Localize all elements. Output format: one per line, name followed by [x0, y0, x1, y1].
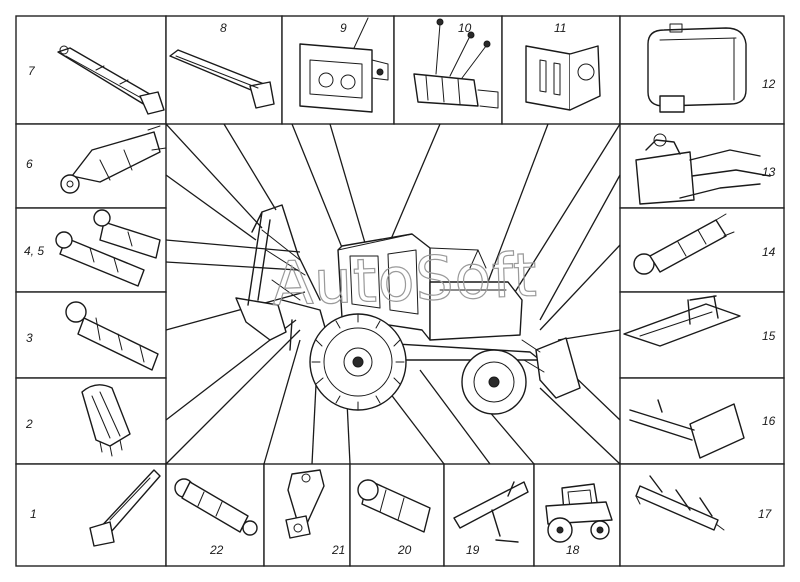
label-11: 11: [554, 21, 566, 35]
front-blade-icon: [535, 337, 581, 399]
part-13-piping-icon: [635, 133, 771, 205]
label-18: 18: [566, 543, 580, 557]
cell-19[interactable]: [443, 463, 535, 567]
part-16-blade-icon: [629, 399, 745, 459]
part-7-drawbar-icon: [57, 45, 165, 115]
label-45: 4, 5: [24, 244, 44, 258]
part-22-cylinder-icon: [174, 478, 258, 536]
label-10: 10: [458, 21, 472, 35]
part-20-cylinder-icon: [357, 479, 431, 533]
label-16: 16: [762, 414, 776, 428]
label-6: 6: [26, 157, 33, 171]
label-12: 12: [762, 77, 776, 91]
label-2: 2: [25, 417, 33, 431]
part-1-arm-icon: [89, 469, 161, 547]
part-17-mechanism-icon: [635, 475, 725, 531]
backhoe-boom-icon: [247, 204, 321, 306]
label-15: 15: [762, 329, 776, 343]
label-21: 21: [331, 543, 345, 557]
backhoe-loader-illustration: [235, 204, 581, 415]
cell-14[interactable]: [619, 207, 785, 293]
label-7: 7: [28, 64, 36, 78]
part-12-tank-icon: [647, 23, 747, 113]
part-3-cylinder-icon: [65, 301, 159, 371]
part-10-valve-block-icon: [413, 18, 499, 109]
part-18-tractor-icon: [545, 483, 613, 543]
label-1: 1: [30, 507, 37, 521]
label-9: 9: [340, 21, 347, 35]
part-11-bracket-icon: [525, 45, 601, 111]
label-20: 20: [397, 543, 412, 557]
part-21-link-icon: [285, 469, 325, 539]
part-6-hydraulic-cylinder-icon: [60, 125, 167, 194]
part-19-lever-icon: [453, 481, 529, 543]
part-number-labels: 7 8 9 10 11 12 6 4, 5 3 2 1 13 14 15 16 …: [24, 21, 776, 557]
part-9-control-panel-icon: [299, 17, 389, 113]
part-2-bucket-icon: [81, 384, 131, 457]
part-14-cylinder-icon: [633, 213, 735, 275]
part-8-beam-icon: [169, 49, 275, 109]
cell-10[interactable]: [393, 15, 503, 125]
leader-lines: [165, 123, 621, 465]
part-15-frame-icon: [623, 295, 741, 347]
label-13: 13: [762, 165, 776, 179]
cell-1[interactable]: [15, 463, 167, 567]
label-3: 3: [26, 331, 33, 345]
hood-icon: [429, 281, 523, 341]
label-19: 19: [466, 543, 480, 557]
label-22: 22: [209, 543, 224, 557]
label-14: 14: [762, 245, 776, 259]
label-17: 17: [758, 507, 773, 521]
watermark-text: AutoSoft: [271, 241, 539, 320]
label-8: 8: [220, 21, 227, 35]
backhoe-bucket-icon: [235, 297, 287, 341]
part-45-cylinders-icon: [55, 209, 161, 287]
